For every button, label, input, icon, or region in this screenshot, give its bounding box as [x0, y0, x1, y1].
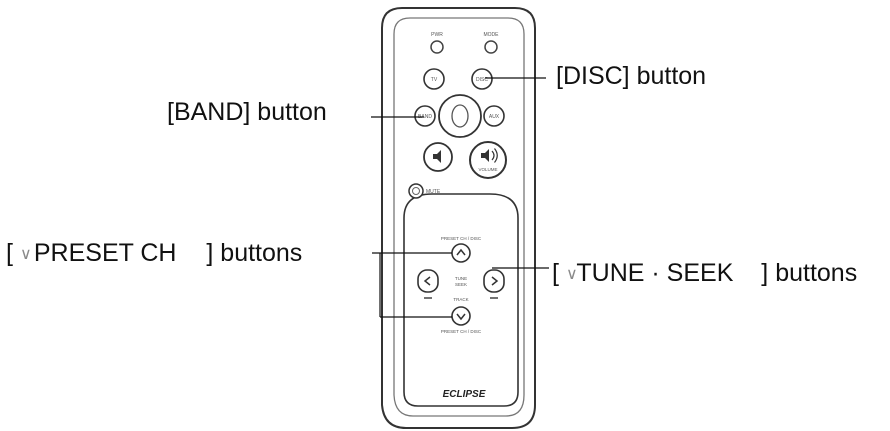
band-button[interactable] — [414, 105, 436, 127]
pwr-label: PWR — [431, 32, 443, 38]
pwr-button[interactable] — [430, 40, 444, 54]
tune-label: TUNE — [455, 276, 467, 281]
disc-label: DISC — [476, 77, 488, 83]
tv-button[interactable] — [423, 68, 445, 90]
sound-waves-icon — [491, 148, 498, 163]
mute-label: MUTE — [426, 189, 441, 195]
band-label: BAND — [418, 114, 432, 120]
chevron-right-icon — [491, 276, 499, 286]
tune-arrow-icon: ∨ — [566, 266, 578, 283]
chevron-left-icon — [423, 276, 431, 286]
mode-label: MODE — [484, 32, 500, 38]
tv-label: TV — [431, 77, 438, 83]
aux-label: AUX — [489, 114, 500, 120]
center-dial-inner — [451, 104, 469, 128]
seek-right-button[interactable] — [483, 269, 505, 293]
preset-bottom-label: PRESET CH / DISC — [441, 329, 482, 334]
brand-logo: ECLIPSE — [443, 389, 486, 400]
preset-callout-close: ] buttons — [206, 239, 303, 267]
mute-button-inner — [412, 187, 420, 195]
remote-inner-edge — [393, 17, 525, 417]
mute-button[interactable] — [408, 183, 424, 199]
preset-arrow-icon: ∨ — [20, 246, 32, 263]
tune-callout-close: ] buttons — [761, 259, 858, 287]
preset-callout-text: PRESET CH — [33, 239, 177, 267]
preset-callout: [ PRESET CH ] buttons — [6, 241, 302, 266]
tune-callout: [ TUNE · SEEK ] buttons — [552, 261, 857, 286]
tune-callout-open: [ — [552, 259, 559, 287]
preset-up-button[interactable] — [451, 243, 471, 263]
speaker-up-icon — [481, 149, 489, 162]
seek-label: SEEK — [455, 282, 467, 287]
preset-callout-open: [ — [6, 239, 13, 267]
volume-label: VOLUME — [478, 167, 497, 172]
seek-left-button[interactable] — [417, 269, 439, 293]
chevron-down-icon — [456, 313, 466, 321]
track-label: TRACK — [453, 297, 468, 302]
preset-top-label: PRESET CH / DISC — [441, 236, 482, 241]
mode-button[interactable] — [484, 40, 498, 54]
disc-button[interactable] — [471, 68, 493, 90]
aux-button[interactable] — [483, 105, 505, 127]
disc-callout: [DISC] button — [556, 62, 707, 90]
band-callout: [BAND] button — [167, 98, 327, 126]
tune-callout-text: TUNE · SEEK — [576, 259, 734, 287]
speaker-down-icon — [433, 150, 441, 163]
preset-down-button[interactable] — [451, 306, 471, 326]
preset-leader-lines — [372, 252, 452, 318]
chevron-up-icon — [456, 248, 466, 256]
